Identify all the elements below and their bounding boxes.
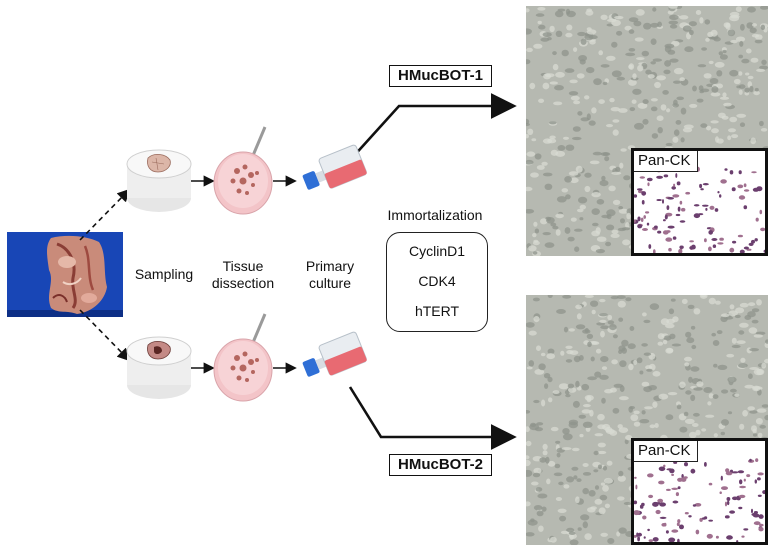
specimen-tissue-image: [7, 232, 123, 317]
micrograph-line1: Pan-CK: [526, 6, 768, 256]
factor-cdk4: CDK4: [418, 273, 456, 289]
factor-cyclind1: CyclinD1: [408, 243, 465, 259]
immortalization-factors-box: CyclinD1 CDK4 hTERT: [386, 232, 488, 332]
tissue-dissection-label: Tissue dissection: [211, 258, 275, 291]
panck-inset-line1: Pan-CK: [631, 148, 768, 256]
panck-stain-line1: [634, 166, 765, 253]
arrow-to-line1: [351, 93, 517, 159]
culture-flask-top-icon: [302, 144, 367, 190]
factor-htert: hTERT: [414, 303, 460, 319]
panck-inset-line2: Pan-CK: [631, 438, 768, 545]
dissection-dish-bottom-icon: [213, 313, 273, 402]
arrow-to-line2: [348, 386, 517, 450]
micrograph-line2: Pan-CK: [526, 295, 768, 545]
primary-culture-label: Primary culture: [305, 258, 355, 291]
dashed-arrow-top: [79, 188, 131, 241]
panck-label-line1: Pan-CK: [634, 151, 698, 172]
specimen-photo: [7, 232, 123, 317]
culture-flask-bottom-icon: [302, 331, 367, 377]
dashed-arrow-bottom: [79, 309, 131, 362]
sampling-label: Sampling: [134, 266, 194, 282]
line2-name: HMucBOT-2: [389, 454, 493, 476]
immortalization-title: Immortalization: [387, 207, 483, 223]
sample-dish-top-icon: [126, 149, 192, 212]
panck-stain-line2: [634, 458, 765, 542]
panck-label-line2: Pan-CK: [634, 441, 698, 462]
line1-name: HMucBOT-1: [389, 65, 493, 87]
sample-dish-bottom-icon: [126, 336, 192, 399]
dissection-dish-top-icon: [213, 126, 273, 215]
cell-texture-line1: [526, 6, 768, 256]
